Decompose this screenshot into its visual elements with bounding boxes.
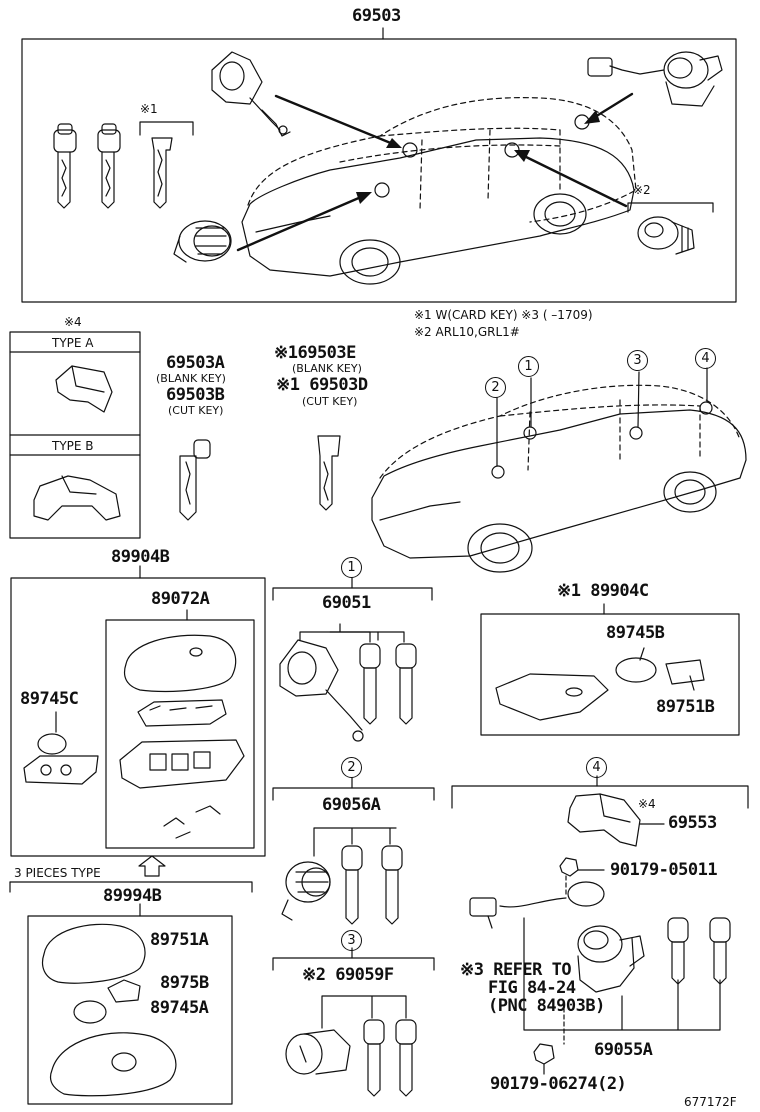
part-number-89745C: 89745C [20, 689, 79, 709]
push-start-switch-icon [637, 216, 695, 255]
key-case-body-icon [119, 739, 245, 789]
type-b-label: TYPE B [52, 439, 94, 453]
vehicle-body-bottom [371, 409, 747, 573]
part-number-90179-05011: 90179-05011 [610, 860, 718, 880]
legend-line-1: ※1 W(CARD KEY) ※3 ( –1709) [414, 308, 593, 322]
figure-id: 677172F [684, 1095, 737, 1109]
smart-key-assembly-frame [10, 577, 266, 857]
refer-note-line-3: (PNC 84903B) [488, 996, 605, 1016]
part-number-69503A: 69503A [166, 353, 225, 373]
callout-1-group: 1 [341, 557, 362, 578]
ignition-cylinder-69051-icon [279, 639, 364, 742]
part-number-69051: 69051 [322, 593, 371, 613]
top-frame [21, 38, 737, 303]
part-number-69059F: ※2 69059F [302, 965, 394, 985]
battery-3piece-icon [73, 1000, 107, 1024]
callout-2: 2 [485, 377, 506, 398]
indicator-arrows-top [236, 92, 634, 252]
note-marker-1: ※1 [140, 102, 158, 116]
door-lock-cylinder-icon [173, 220, 232, 263]
three-pieces-frame [27, 915, 233, 1105]
vehicle-body-top [241, 137, 635, 285]
legend-line-2: ※2 ARL10,GRL1# [414, 325, 520, 339]
ignition-switch-icon [587, 51, 723, 107]
switch-cover-69553-icon [567, 793, 641, 847]
part-number-69503D: ※1 69503D [276, 375, 368, 395]
key-69051-b-icon [395, 643, 417, 725]
circuit-board-icon [137, 699, 227, 727]
key-69059F-b-icon [395, 1019, 417, 1097]
type-panel-marker: ※4 [64, 315, 82, 329]
ignition-switch-69055A-icon [567, 881, 645, 993]
key-cover-icon [123, 634, 237, 693]
part-number-69055A: 69055A [594, 1040, 653, 1060]
callout-1: 1 [518, 356, 539, 377]
key-69055A-a-icon [667, 917, 689, 985]
card-key-frame [480, 613, 740, 736]
card-blank-key-icon [317, 435, 341, 511]
part-number-69503E: ※169503E [274, 343, 356, 363]
battery-cell-icon [37, 733, 67, 755]
card-key-blade-icon [151, 137, 173, 209]
nut-icon [533, 1043, 555, 1065]
note-marker-4: ※4 [638, 797, 656, 811]
gasket-icon [23, 755, 99, 785]
part-number-89745A: 89745A [150, 998, 209, 1018]
part-number-69503B: 69503B [166, 385, 225, 405]
part-number-89751B: 89751B [656, 697, 715, 717]
push-start-switch-69059F-icon [285, 1029, 351, 1075]
door-cylinder-69056A-icon [281, 861, 331, 921]
part-number-89994B: 89994B [103, 886, 162, 906]
part-number-8975B: 8975B [160, 973, 209, 993]
battery-card-icon [615, 657, 657, 683]
key-case-frame [105, 619, 255, 849]
note-cut-key: (CUT KEY) [168, 404, 224, 417]
vehicle-outline-bottom [379, 384, 741, 479]
callout-3: 3 [627, 350, 648, 371]
cover-type-a-icon [55, 365, 113, 413]
key-69059F-a-icon [363, 1019, 385, 1097]
type-a-label: TYPE A [52, 336, 94, 350]
refer-note-line-1: ※3 REFER TO [460, 960, 572, 980]
callout-3-group: 3 [341, 930, 362, 951]
callout-2-group: 2 [341, 757, 362, 778]
part-number-89751A: 89751A [150, 930, 209, 950]
key-69056A-b-icon [381, 845, 403, 925]
refer-note-line-2: FIG 84-24 [488, 978, 576, 998]
callout-4-group: 4 [586, 757, 607, 778]
up-arrow-icon [138, 855, 166, 877]
key-blade-icon [97, 123, 121, 209]
part-number-89904B: 89904B [111, 547, 170, 567]
key-69055A-b-icon [709, 917, 731, 985]
key-69056A-a-icon [341, 845, 363, 925]
part-number-69503: 69503 [352, 6, 401, 26]
blank-key-icon [179, 439, 211, 521]
note-blank-key: (BLANK KEY) [156, 372, 226, 385]
label-sticker-icon [665, 659, 705, 685]
key-case-3piece-icon [49, 1032, 177, 1097]
part-number-69553: 69553 [668, 813, 717, 833]
part-number-69056A: 69056A [322, 795, 381, 815]
part-number-89904C: ※1 89904C [557, 581, 649, 601]
note-cut-key-d: (CUT KEY) [302, 395, 358, 408]
note-blank-key-e: (BLANK KEY) [292, 362, 362, 375]
wire-harness-icon [469, 897, 567, 929]
part-number-89072A: 89072A [151, 589, 210, 609]
key-69051-a-icon [359, 643, 381, 725]
key-cover-3piece-icon [41, 923, 146, 984]
card-key-icon [495, 673, 609, 721]
three-pieces-type-label: 3 PIECES TYPE [14, 866, 101, 880]
cover-type-b-icon [33, 475, 121, 521]
key-blade-icon [53, 123, 77, 209]
part-number-90179-06274: 90179-06274(2) [490, 1074, 627, 1094]
note-marker-2: ※2 [633, 183, 651, 197]
ignition-cylinder-icon [211, 51, 291, 137]
screw-icon [559, 857, 579, 877]
part-number-89745B: 89745B [606, 623, 665, 643]
gasket-3piece-icon [107, 979, 141, 1003]
callout-4: 4 [695, 348, 716, 369]
